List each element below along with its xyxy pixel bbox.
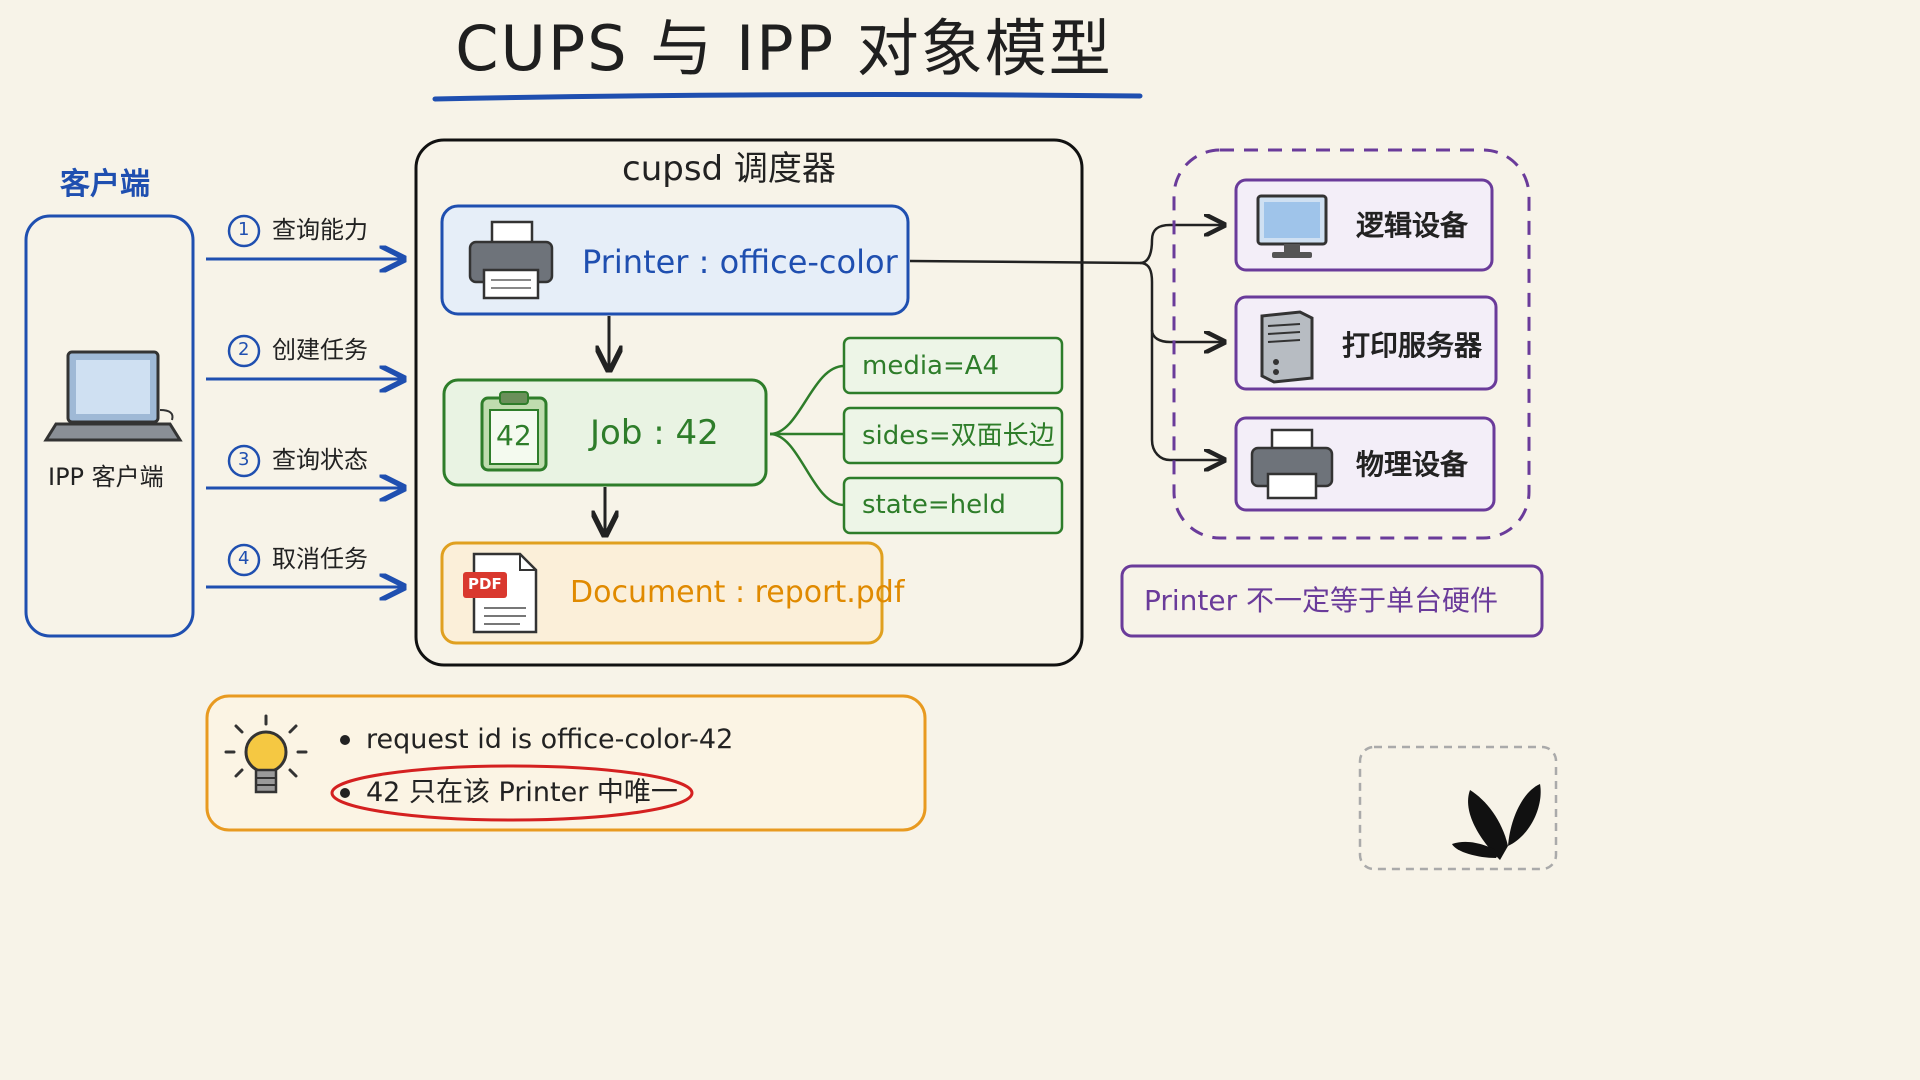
note-item-1: request id is office-color-42 — [366, 724, 734, 755]
note-item-2: 42 只在该 Printer 中唯一 — [366, 777, 678, 808]
client-heading: 客户端 — [60, 167, 150, 202]
pdf-badge: PDF — [468, 575, 502, 593]
attr-box-state — [842, 476, 1064, 535]
step-2-num: 2 — [238, 339, 250, 360]
step-2-circle — [227, 334, 261, 368]
clipboard-icon — [480, 391, 548, 472]
notes-box — [205, 694, 927, 832]
step-arrows — [206, 259, 404, 587]
document-label: Document : report.pdf — [570, 575, 905, 610]
job-badge: 42 — [496, 419, 532, 452]
server-tower-icon — [1260, 310, 1314, 384]
device-label-server: 打印服务器 — [1342, 329, 1483, 362]
devices-note: Printer 不一定等于单台硬件 — [1144, 584, 1499, 617]
device-label-logical: 逻辑设备 — [1356, 209, 1469, 242]
step-2-label: 创建任务 — [272, 336, 368, 364]
logo-frame — [1358, 745, 1558, 871]
step-1-label: 查询能力 — [272, 216, 368, 244]
client-label: IPP 客户端 — [48, 463, 164, 491]
diagram-canvas — [24, 92, 1558, 871]
attribute-branches — [769, 364, 845, 507]
scheduler-title: cupsd 调度器 — [622, 149, 836, 189]
device-label-physical: 物理设备 — [1356, 448, 1469, 481]
pdf-file-icon — [463, 552, 538, 634]
step-4-label: 取消任务 — [272, 545, 368, 573]
document-box — [440, 541, 884, 645]
devices-container — [1172, 148, 1531, 540]
printer-box — [440, 204, 910, 316]
device-printer-icon — [1250, 428, 1334, 500]
title-underline — [432, 92, 1143, 102]
device-connector — [909, 225, 1224, 460]
devices-note-box — [1120, 564, 1544, 638]
attr-media: media=A4 — [862, 351, 1000, 381]
monitor-icon — [1256, 194, 1328, 258]
step-3-label: 查询状态 — [272, 446, 368, 474]
attr-box-media — [842, 336, 1064, 395]
lightbulb-icon — [224, 714, 308, 794]
page-title: CUPS 与 IPP 对象模型 — [455, 12, 1113, 85]
step-1-circle — [227, 214, 261, 248]
step-4-circle — [227, 543, 261, 577]
attr-box-sides — [842, 406, 1064, 465]
attr-state: state=held — [862, 490, 1006, 520]
step-4-num: 4 — [238, 548, 250, 569]
step-1-num: 1 — [238, 219, 250, 240]
attr-sides: sides=双面长边 — [862, 421, 1055, 451]
job-label: Job : 42 — [590, 413, 719, 453]
butterfly-icon — [1452, 784, 1541, 860]
laptop-icon — [43, 350, 183, 442]
printer-label: Printer : office-color — [582, 243, 898, 281]
step-3-circle — [227, 444, 261, 478]
printer-icon — [468, 220, 554, 300]
highlight-ellipse — [330, 764, 694, 822]
client-box — [24, 214, 195, 638]
scheduler-box — [414, 138, 1084, 667]
step-3-num: 3 — [238, 449, 250, 470]
